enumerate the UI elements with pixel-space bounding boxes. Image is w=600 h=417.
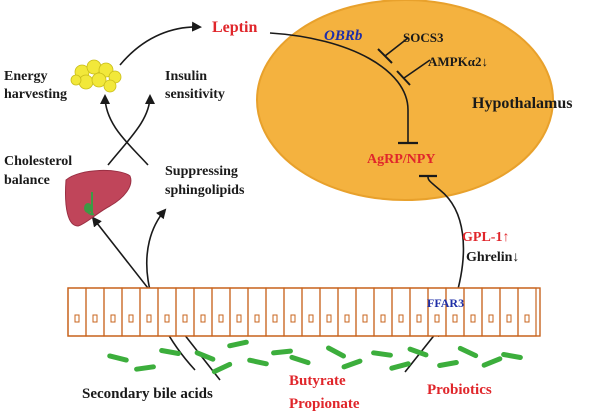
socs3-label: SOCS3 (403, 30, 444, 45)
cell-nucleus (110, 314, 116, 323)
cell-nucleus (524, 314, 530, 323)
cell-nucleus (506, 314, 512, 323)
bacterium-icon (371, 350, 393, 358)
cell-nucleus (470, 314, 476, 323)
suppressing-label-line1: Suppressing (165, 164, 238, 179)
socs3-inhibition-bar (377, 48, 393, 64)
bacterium-icon (194, 350, 216, 362)
energy-label-line1: Energy (4, 69, 48, 84)
bacterium-icon (389, 361, 411, 371)
gut-to-agrp-curve (427, 175, 465, 301)
bacterium-icon (481, 356, 503, 368)
fat-cluster-icon (70, 59, 122, 93)
cell-nucleus (200, 314, 206, 323)
liver-icon (65, 169, 132, 227)
bacterium-icon (457, 345, 479, 359)
bacterium-icon (501, 352, 523, 360)
obrb-label: OBRb (324, 28, 363, 44)
arrow-to-energy (100, 94, 149, 166)
cell-nucleus (128, 314, 134, 323)
cell-nucleus (380, 314, 386, 323)
cell-nucleus (416, 314, 422, 323)
cell-nucleus (434, 314, 440, 323)
leptin-label: Leptin (212, 19, 257, 36)
energy-label-line2: harvesting (4, 87, 67, 102)
gpl1-label: GPL-1↑ (462, 230, 509, 245)
cell-nucleus (236, 314, 242, 323)
bacterium-icon (341, 358, 363, 370)
insulin-label-line2: sensitivity (165, 87, 225, 102)
socs3-inhibition-line (384, 37, 409, 57)
butyrate-label: Butyrate (289, 373, 346, 389)
bacterium-icon (437, 360, 459, 368)
cell-nucleus (74, 314, 80, 323)
leptin-to-agrp-curve (269, 32, 409, 142)
gut-bacteria (107, 339, 523, 375)
suppressing-label-line2: sphingolipids (165, 183, 245, 198)
bacterium-icon (159, 348, 181, 356)
bacterium-icon (325, 345, 347, 359)
arrow-to-leptin (119, 21, 202, 66)
epithelial-cell (517, 287, 537, 337)
bacterium-icon (107, 353, 129, 363)
bacterium-icon (211, 361, 233, 375)
probiotics-label: Probiotics (427, 382, 492, 398)
hypothalamus-ellipse (256, 0, 554, 201)
cell-nucleus (308, 314, 314, 323)
cell-nucleus (290, 314, 296, 323)
bacterium-icon (271, 348, 293, 356)
bacterium-icon (289, 354, 311, 366)
cell-nucleus (326, 314, 332, 323)
epithelium-border (67, 287, 541, 337)
insulin-label-line1: Insulin (165, 69, 207, 84)
ampk-inhibition-line (403, 59, 431, 79)
ampk-inhibition-bar (396, 70, 411, 86)
cell-nucleus (254, 314, 260, 323)
bacterium-icon (247, 357, 269, 367)
bacterium-icon (227, 339, 249, 349)
cell-nucleus (92, 314, 98, 323)
arrow-to-insulin (107, 94, 155, 166)
secondary-bile-acids-label: Secondary bile acids (82, 386, 213, 402)
cell-nucleus (164, 314, 170, 323)
ffar3-label: FFAR3 (427, 296, 464, 310)
intestinal-epithelium (67, 287, 541, 337)
cell-nucleus (344, 314, 350, 323)
cell-nucleus (452, 314, 458, 323)
hypothalamus-label: Hypothalamus (472, 95, 572, 112)
propionate-label: Propionate (289, 396, 360, 412)
ghrelin-label: Ghrelin↓ (466, 250, 519, 265)
arrow-bile-to-sphingolipids (146, 208, 196, 371)
cell-nucleus (488, 314, 494, 323)
cell-nucleus (362, 314, 368, 323)
cholesterol-label-line2: balance (4, 173, 50, 188)
cell-nucleus (218, 314, 224, 323)
bacterium-icon (407, 346, 429, 358)
ampk-label: AMPKα2↓ (428, 54, 488, 69)
cell-nucleus (398, 314, 404, 323)
cholesterol-label-line1: Cholesterol (4, 154, 72, 169)
cell-nucleus (182, 314, 188, 323)
bacterium-icon (134, 364, 156, 372)
cell-nucleus (146, 314, 152, 323)
cell-nucleus (272, 314, 278, 323)
agrp-npy-label: AgRP/NPY (367, 152, 435, 167)
